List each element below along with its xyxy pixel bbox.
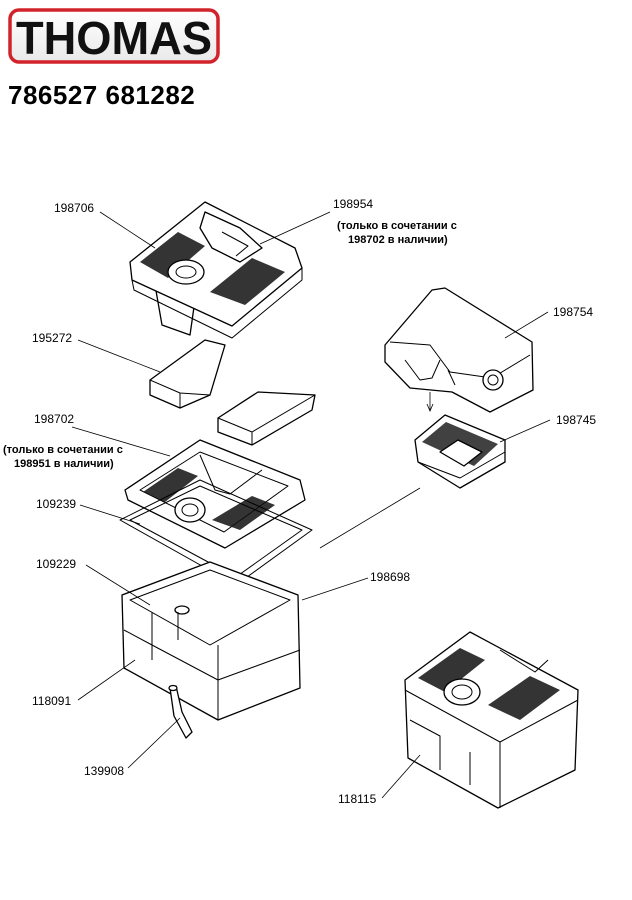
label-198698: 198698 xyxy=(370,570,410,584)
label-109239: 109239 xyxy=(36,497,76,511)
part-109239-gasket xyxy=(119,479,313,586)
note-198702-line1: (только в сочетании с xyxy=(3,444,123,456)
part-198745-grill xyxy=(414,414,506,489)
label-118091: 118091 xyxy=(32,694,71,708)
note-198954-line2: 198702 в наличии) xyxy=(348,234,448,246)
part-labels: 198706 198954 (только в сочетании с 1987… xyxy=(3,197,596,806)
note-198702-line2: 198951 в наличии) xyxy=(14,458,114,470)
label-198706: 198706 xyxy=(54,201,94,215)
thomas-logo: THOMAS xyxy=(8,8,220,64)
logo-text: THOMAS xyxy=(16,12,212,64)
label-198754: 198754 xyxy=(553,305,593,319)
part-118115-assembly xyxy=(404,631,579,809)
part-198754-cover xyxy=(384,287,534,413)
note-198954-line1: (только в сочетании с xyxy=(337,220,457,232)
part-198706-lid xyxy=(129,201,303,339)
part-139908-hose xyxy=(168,684,193,739)
label-139908: 139908 xyxy=(84,764,124,778)
part-198702-frame xyxy=(124,439,306,549)
label-109229: 109229 xyxy=(36,557,76,571)
part-118091-tank xyxy=(121,561,301,721)
label-118115: 118115 xyxy=(338,792,377,806)
logo-frame xyxy=(8,8,220,64)
label-198745: 198745 xyxy=(556,413,596,427)
label-195272: 195272 xyxy=(32,331,72,345)
leader-lines xyxy=(71,211,551,799)
part-195272-filters xyxy=(149,339,316,446)
model-numbers: 786527 681282 xyxy=(8,80,196,110)
label-198702: 198702 xyxy=(34,412,74,426)
label-198954: 198954 xyxy=(333,197,373,211)
